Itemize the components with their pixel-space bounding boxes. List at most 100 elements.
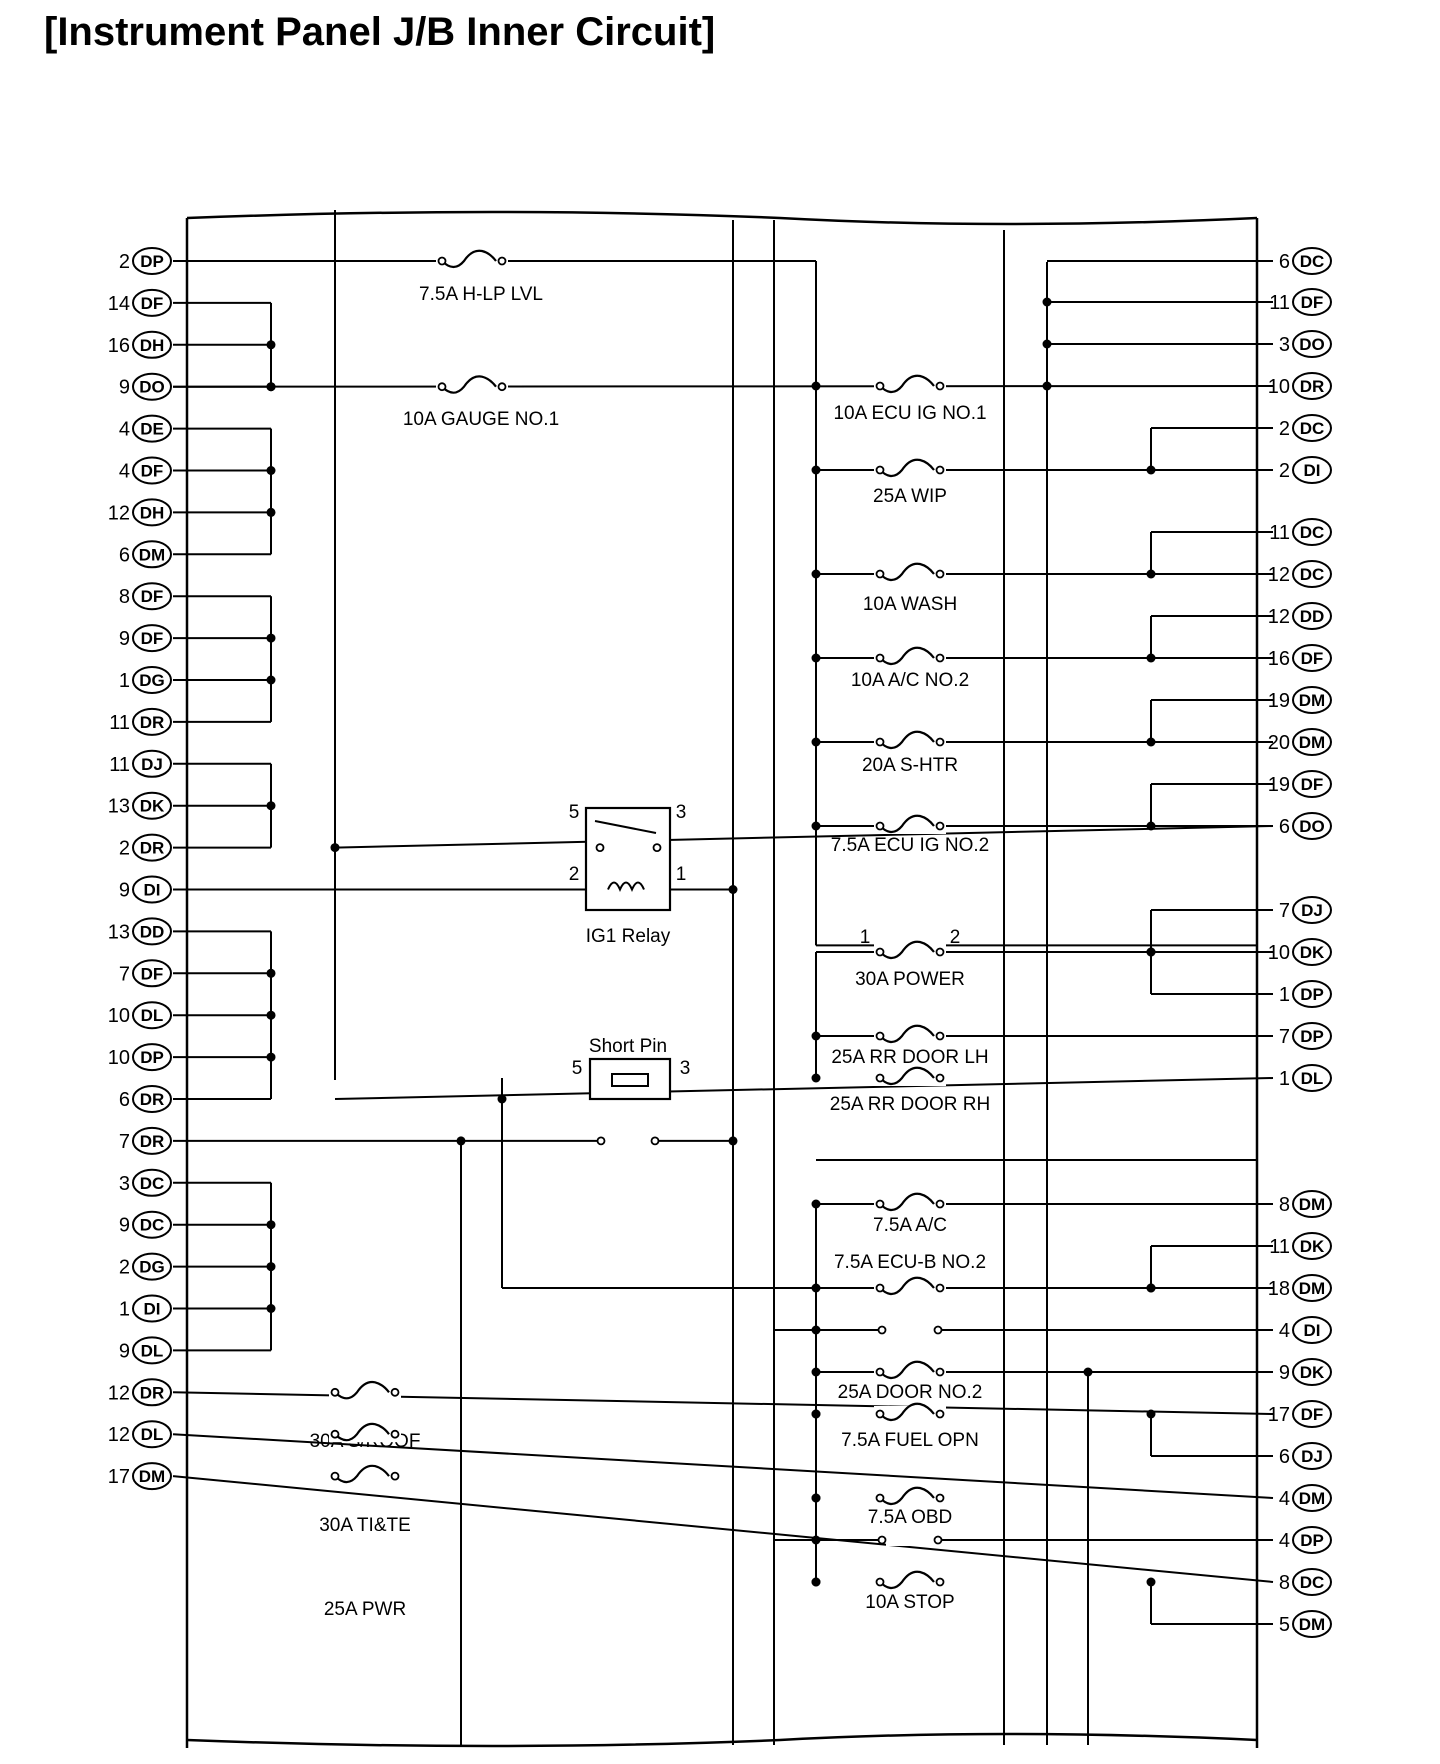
fuse: 25A WIP [873, 458, 947, 507]
splice-dot [1146, 1577, 1156, 1587]
connector-code: DR [140, 1090, 165, 1109]
fuse-gap [874, 462, 946, 478]
connector-oval [1292, 247, 1332, 275]
connector-code: DH [140, 336, 165, 355]
fuse-terminal [875, 1577, 885, 1587]
splice-dot [811, 1367, 821, 1377]
wiring [172, 210, 1274, 1745]
connector-code: DG [139, 1258, 165, 1277]
fuse-terminal [330, 1387, 340, 1397]
fuse-terminal [875, 653, 885, 663]
connector-pin-number: 7 [1279, 1026, 1290, 1048]
connector-code: DD [1300, 607, 1325, 626]
fuse-terminal [390, 1471, 400, 1481]
wire [172, 385, 1274, 388]
fuse-label: 7.5A OBD [868, 1507, 953, 1528]
connector-oval [132, 875, 172, 904]
fuse-symbol [879, 1570, 935, 1590]
connector-code: DM [1299, 1195, 1325, 1214]
connector-code: DR [140, 1383, 165, 1402]
fuse-terminal [875, 1493, 885, 1503]
connector-oval [132, 1043, 172, 1072]
connector-oval [132, 833, 172, 862]
connector-code: DC [140, 1216, 165, 1235]
fuse-terminal [935, 1577, 945, 1587]
splice-dot [266, 466, 276, 475]
fuse-terminal [935, 1031, 945, 1041]
fuse-terminal [875, 1409, 885, 1419]
connector-code: DI [144, 1300, 161, 1319]
connector-code: DJ [1301, 901, 1323, 920]
fuse-symbol [879, 1276, 935, 1296]
splice-dot [266, 1220, 276, 1230]
wire [334, 1077, 1274, 1100]
connector-code: DC [140, 1174, 165, 1193]
splice-dot [266, 507, 276, 517]
relay-body [584, 806, 672, 912]
connector-oval [1292, 288, 1332, 316]
connector-oval [132, 959, 172, 988]
splice-dot [811, 1199, 821, 1209]
connector-code: DI [1304, 1321, 1321, 1340]
connector-pin-number: 11 [1269, 522, 1290, 544]
open-contact-terminal [933, 1535, 943, 1545]
fuse: 30A POWER [855, 940, 965, 990]
fuse-symbol [879, 1066, 935, 1086]
fuse-gap [874, 650, 946, 666]
splice-dot [266, 1010, 276, 1020]
short-pin-3: 3 [680, 1058, 691, 1079]
fuse-gap [874, 1070, 946, 1086]
connector-oval [132, 749, 172, 778]
fuse-label: 7.5A ECU IG NO.2 [831, 835, 989, 856]
connector-pin-number: 6 [1279, 251, 1290, 273]
connector-oval [1292, 1190, 1332, 1218]
splice-dot [811, 737, 821, 747]
connector-code: DL [1301, 1069, 1324, 1088]
connector-code: DF [1301, 1405, 1324, 1424]
connector-pin-number: 3 [1279, 334, 1290, 356]
fuse: 25A RR DOOR LH [831, 1024, 989, 1068]
connector-pin-number: 17 [1268, 1404, 1290, 1426]
fuse: 7.5A FUEL OPN [841, 1402, 979, 1451]
connector-code: DM [1299, 691, 1325, 710]
fuse-terminal [875, 381, 885, 391]
fuse-terminal [875, 1199, 885, 1209]
connector-oval [132, 247, 172, 275]
connector-pin-number: 10 [1268, 376, 1290, 398]
connector-oval [1292, 896, 1332, 924]
connector-pin-number: 10 [1268, 942, 1290, 964]
splice-dot [266, 968, 276, 978]
splice-dot [1146, 1409, 1156, 1419]
connector-oval [132, 1336, 172, 1365]
relay-coil [607, 881, 645, 893]
connector-code: DH [140, 503, 165, 522]
connector-oval [1292, 456, 1332, 484]
connector-code: DK [1300, 1363, 1325, 1382]
connector-pin-number: 11 [1269, 1236, 1290, 1258]
fuse-terminal [935, 1073, 945, 1083]
splice-dot [266, 801, 276, 811]
connector-pin-number: 4 [1279, 1488, 1290, 1510]
fuse: 7.5A H-LP LVL [419, 249, 543, 305]
connector-pin-number: 4 [1279, 1320, 1290, 1342]
connector-pin-number: 7 [1279, 900, 1290, 922]
connector-pin-number: 6 [1279, 1446, 1290, 1468]
splice-dot [811, 1031, 821, 1041]
connector-pin-number: 9 [119, 377, 130, 399]
connector-code: DM [1299, 733, 1325, 752]
junction-block-frame [185, 210, 1259, 1748]
